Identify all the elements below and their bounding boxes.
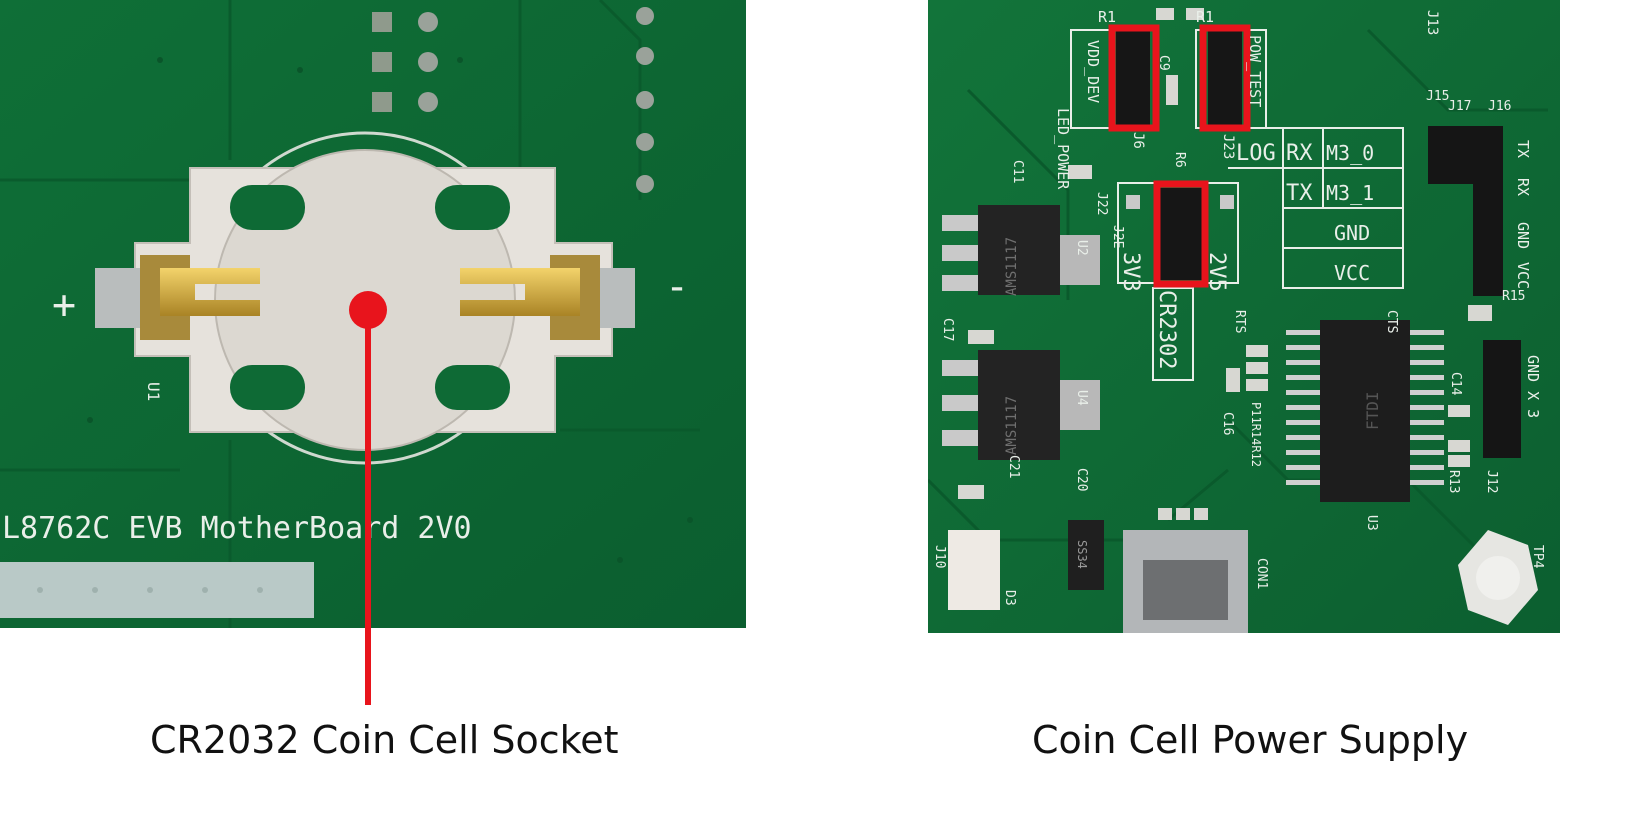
- regulator-1-marking: AMS1117: [1004, 237, 1020, 296]
- plus-mark: +: [52, 282, 76, 328]
- label-rts: RTS: [1232, 310, 1247, 333]
- label-c14: C14: [1448, 372, 1463, 396]
- label-gnd: GND: [1334, 221, 1370, 245]
- power-supply-illustration: AMS1117 AMS1117 FTDI R1: [928, 0, 1560, 633]
- label-cts: CTS: [1384, 310, 1399, 333]
- label-m3-0: M3_0: [1326, 141, 1374, 165]
- label-tx: TX: [1286, 181, 1313, 206]
- caption-coin-cell-socket: CR2032 Coin Cell Socket: [150, 718, 619, 762]
- label-j17: J17: [1448, 99, 1471, 114]
- label-r6: R6: [1172, 152, 1187, 168]
- label-tp4: TP4: [1530, 545, 1545, 569]
- label-c9: C9: [1156, 55, 1171, 71]
- label-u4: U4: [1074, 390, 1089, 406]
- board-title-silkscreen: L8762C EVB MotherBoard 2V0: [2, 511, 472, 546]
- label-pow-test: POW_TEST: [1246, 35, 1264, 107]
- label-log: LOG: [1236, 141, 1276, 166]
- label-j6: J6: [1130, 132, 1146, 149]
- label-r15: R15: [1502, 289, 1525, 304]
- label-3v3: 3V3: [1118, 252, 1143, 292]
- label-d3: D3: [1002, 590, 1017, 606]
- label-u3: U3: [1364, 515, 1379, 531]
- label-m3-1: M3_1: [1326, 181, 1374, 205]
- label-j15: J15: [1426, 89, 1449, 104]
- label-gnd-x3: GND X 3: [1524, 355, 1542, 418]
- callout-pointer: [349, 291, 387, 705]
- label-led-power: LED_POWER: [1054, 108, 1072, 190]
- label-j23: J23: [1220, 134, 1236, 159]
- label-j16: J16: [1488, 99, 1511, 114]
- label-j10: J10: [932, 545, 947, 568]
- label-rx: RX: [1286, 141, 1313, 166]
- pad-label: U1: [144, 382, 163, 401]
- label-con1: CON1: [1254, 558, 1269, 589]
- label-rx-side: RX: [1514, 178, 1532, 196]
- label-r1: R1: [1098, 8, 1116, 26]
- label-c21: C21: [1006, 455, 1021, 478]
- label-c17: C17: [940, 318, 955, 341]
- label-r1b: R1: [1196, 8, 1214, 26]
- label-cr2302: CR2302: [1154, 290, 1179, 369]
- label-tx-side: TX: [1514, 140, 1532, 158]
- label-c16: C16: [1220, 412, 1235, 435]
- label-vdd-dev: VDD_DEV: [1084, 40, 1102, 103]
- callout-dot: [349, 291, 387, 329]
- label-p11r14r12: P11R14R12: [1249, 402, 1263, 467]
- label-vcc-side: VCC: [1514, 262, 1532, 289]
- label-2v5: 2V5: [1204, 252, 1229, 292]
- label-gnd-side: GND: [1514, 222, 1532, 249]
- regulator-2-marking: AMS1117: [1004, 396, 1020, 455]
- label-c11: C11: [1010, 160, 1025, 183]
- chip-marking: FTDI: [1363, 391, 1382, 430]
- label-vcc: VCC: [1334, 261, 1370, 285]
- coin-cell-power-supply-photo: AMS1117 AMS1117 FTDI R1: [928, 0, 1560, 633]
- label-u2: U2: [1074, 240, 1089, 256]
- label-ss34: SS34: [1075, 540, 1089, 569]
- caption-coin-cell-power-supply: Coin Cell Power Supply: [1032, 718, 1469, 762]
- label-c20: C20: [1074, 468, 1089, 491]
- label-j22: J22: [1094, 192, 1109, 215]
- label-r13: R13: [1446, 470, 1461, 493]
- label-j2e: J2E: [1110, 225, 1125, 248]
- minus-mark: -: [665, 264, 689, 310]
- label-j12: J12: [1484, 470, 1499, 493]
- label-j13: J13: [1424, 10, 1440, 35]
